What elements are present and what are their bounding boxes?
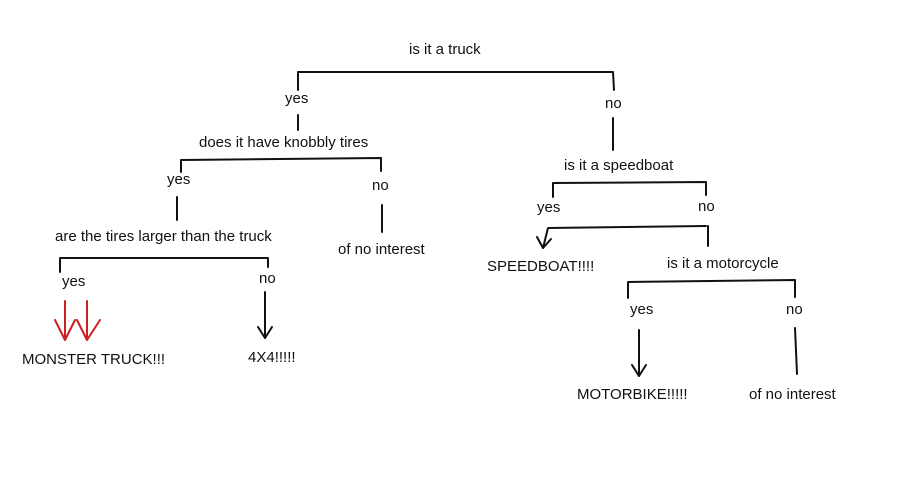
larger-yes-label: yes	[62, 273, 86, 290]
four-by-four-result: 4X4!!!!!	[248, 349, 296, 366]
motorcycle-no-result: of no interest	[749, 386, 836, 403]
motorcycle-arrowhead	[631, 364, 647, 377]
motorcycle-no-stem	[794, 327, 798, 375]
red-arrow-right	[76, 300, 101, 341]
root-yes-label: yes	[285, 90, 309, 107]
motorbike-result: MOTORBIKE!!!!!	[577, 386, 688, 403]
root-no-label: no	[605, 95, 622, 112]
larger-no-label: no	[259, 270, 276, 287]
speedboat-question: is it a speedboat	[564, 157, 674, 174]
larger-split-bracket	[59, 257, 269, 273]
speedboat-yes-arrow	[542, 225, 707, 249]
red-arrow-left	[54, 300, 76, 341]
motorcycle-split-bracket	[627, 279, 796, 299]
monster-truck-result: MONSTER TRUCK!!!	[22, 351, 166, 368]
speedboat-split-bracket	[552, 181, 707, 198]
root-split-bracket	[297, 71, 615, 91]
larger-no-arrowhead	[257, 326, 273, 339]
speedboat-no-label: no	[698, 198, 715, 215]
knobbly-no-result: of no interest	[338, 241, 425, 258]
motorcycle-no-label: no	[786, 301, 803, 318]
speedboat-arrowhead	[536, 236, 552, 249]
motorcycle-yes-label: yes	[630, 301, 654, 318]
knobbly-yes-label: yes	[167, 171, 191, 188]
knobbly-question: does it have knobbly tires	[199, 134, 369, 151]
knobbly-no-label: no	[372, 177, 389, 194]
speedboat-result: SPEEDBOAT!!!!	[487, 258, 595, 275]
speedboat-yes-label: yes	[537, 199, 561, 216]
root-question: is it a truck	[409, 41, 481, 58]
larger-question: are the tires larger than the truck	[55, 228, 272, 245]
motorcycle-question: is it a motorcycle	[667, 255, 779, 272]
knobbly-split-bracket	[180, 157, 382, 173]
